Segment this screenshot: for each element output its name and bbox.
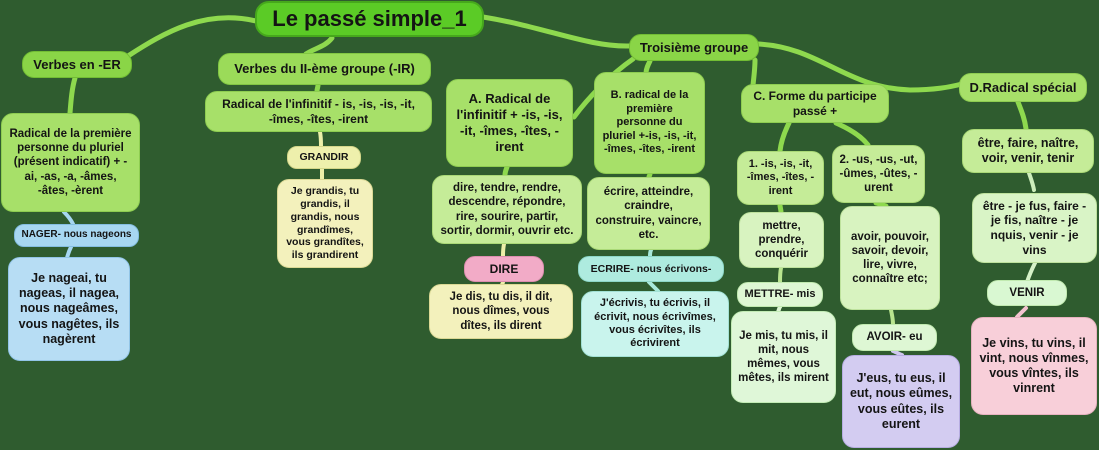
connector-errule-nager bbox=[62, 210, 75, 226]
venir-conjugation-node[interactable]: Je vins, tu vins, il vint, nous vînmes, … bbox=[971, 317, 1097, 415]
b-verbs-node[interactable]: écrire, atteindre, craindre, construire,… bbox=[587, 177, 710, 250]
connector-venir-conj bbox=[1015, 306, 1028, 319]
a-rule-node[interactable]: A. Radical de l'infinitif + -is, -is, -i… bbox=[446, 79, 573, 167]
ecrire-conjugation-node[interactable]: J'écrivis, tu écrivis, il écrivit, nous … bbox=[581, 291, 729, 357]
avoir-conjugation-node[interactable]: J'eus, tu eus, il eut, nous eûmes, vous … bbox=[842, 355, 960, 448]
connector-a-verbs bbox=[502, 164, 510, 178]
connector-irrule-grandir bbox=[318, 130, 323, 148]
c2-endings-node[interactable]: 2. -us, -us, -ut, -ûmes, -ûtes, -urent bbox=[832, 145, 925, 203]
venir-label-node[interactable]: VENIR bbox=[987, 280, 1067, 306]
c-rule-node[interactable]: C. Forme du participe passé + bbox=[741, 84, 889, 123]
grandir-conjugation-node[interactable]: Je grandis, tu grandis, il grandis, nous… bbox=[277, 179, 373, 268]
connector-ecrire-conj bbox=[647, 280, 660, 293]
connector-groupe3-c bbox=[750, 57, 758, 88]
connector-c-c2 bbox=[833, 120, 871, 148]
connector-title-er bbox=[125, 15, 259, 59]
branch-er-node[interactable]: Verbes en -ER bbox=[22, 51, 132, 78]
grandir-label-node[interactable]: GRANDIR bbox=[287, 146, 361, 169]
connector-er-rule bbox=[67, 75, 78, 116]
branch-ir-node[interactable]: Verbes du II-ème groupe (-IR) bbox=[218, 53, 431, 85]
connector-title-ir bbox=[303, 35, 335, 57]
connector-dverbs-examples bbox=[1027, 171, 1036, 192]
er-rule-node[interactable]: Radical de la première personne du pluri… bbox=[1, 113, 140, 212]
d-verbs-node[interactable]: être, faire, naître, voir, venir, tenir bbox=[962, 129, 1094, 173]
connector-averbs-dire bbox=[501, 242, 506, 258]
d-examples-node[interactable]: être - je fus, faire - je fis, naître - … bbox=[972, 193, 1097, 263]
nager-label-node[interactable]: NAGER- nous nageons bbox=[14, 224, 139, 247]
connector-b-verbs bbox=[646, 171, 653, 180]
connector-d-verbs bbox=[1015, 99, 1029, 132]
nager-conjugation-node[interactable]: Je nageai, tu nageas, il nagea, nous nag… bbox=[8, 257, 130, 361]
connector-bverbs-ecrire bbox=[648, 248, 653, 258]
connector-c2verbs-avoir bbox=[889, 308, 895, 326]
ecrire-label-node[interactable]: ECRIRE- nous écrivons- bbox=[578, 256, 724, 282]
dire-conjugation-node[interactable]: Je dis, tu dis, il dit, nous dîmes, vous… bbox=[429, 284, 573, 339]
a-verbs-node[interactable]: dire, tendre, rendre, descendre, répondr… bbox=[432, 175, 582, 244]
connector-c1-verbs bbox=[777, 202, 784, 215]
connector-c-c1 bbox=[777, 120, 792, 154]
mettre-label-node[interactable]: METTRE- mis bbox=[737, 282, 823, 307]
connector-ir-rule bbox=[314, 82, 321, 94]
b-rule-node[interactable]: B. radical de la première personne du pl… bbox=[594, 72, 705, 174]
connector-c1verbs-mettre bbox=[778, 266, 783, 284]
avoir-label-node[interactable]: AVOIR- eu bbox=[852, 324, 937, 351]
connector-groupe3-b bbox=[643, 58, 653, 76]
ir-rule-node[interactable]: Radical de l'infinitif - is, -is, -is, -… bbox=[205, 91, 432, 132]
mettre-conjugation-node[interactable]: Je mis, tu mis, il mit, nous mêmes, vous… bbox=[731, 311, 836, 403]
connector-avoir-conj bbox=[891, 349, 904, 357]
connector-c2-verbs bbox=[873, 200, 889, 209]
connector-title-groupe3 bbox=[480, 14, 632, 49]
c1-endings-node[interactable]: 1. -is, -is, -it, -îmes, -îtes, -irent bbox=[737, 151, 824, 205]
c2-verbs-node[interactable]: avoir, pouvoir, savoir, devoir, lire, vi… bbox=[840, 206, 940, 310]
title-node[interactable]: Le passé simple_1 bbox=[255, 1, 484, 37]
branch-groupe3-node[interactable]: Troisième groupe bbox=[629, 34, 759, 61]
d-rule-node[interactable]: D.Radical spécial bbox=[959, 73, 1087, 102]
c1-verbs-node[interactable]: mettre, prendre, conquérir bbox=[739, 212, 824, 268]
dire-label-node[interactable]: DIRE bbox=[464, 256, 544, 282]
